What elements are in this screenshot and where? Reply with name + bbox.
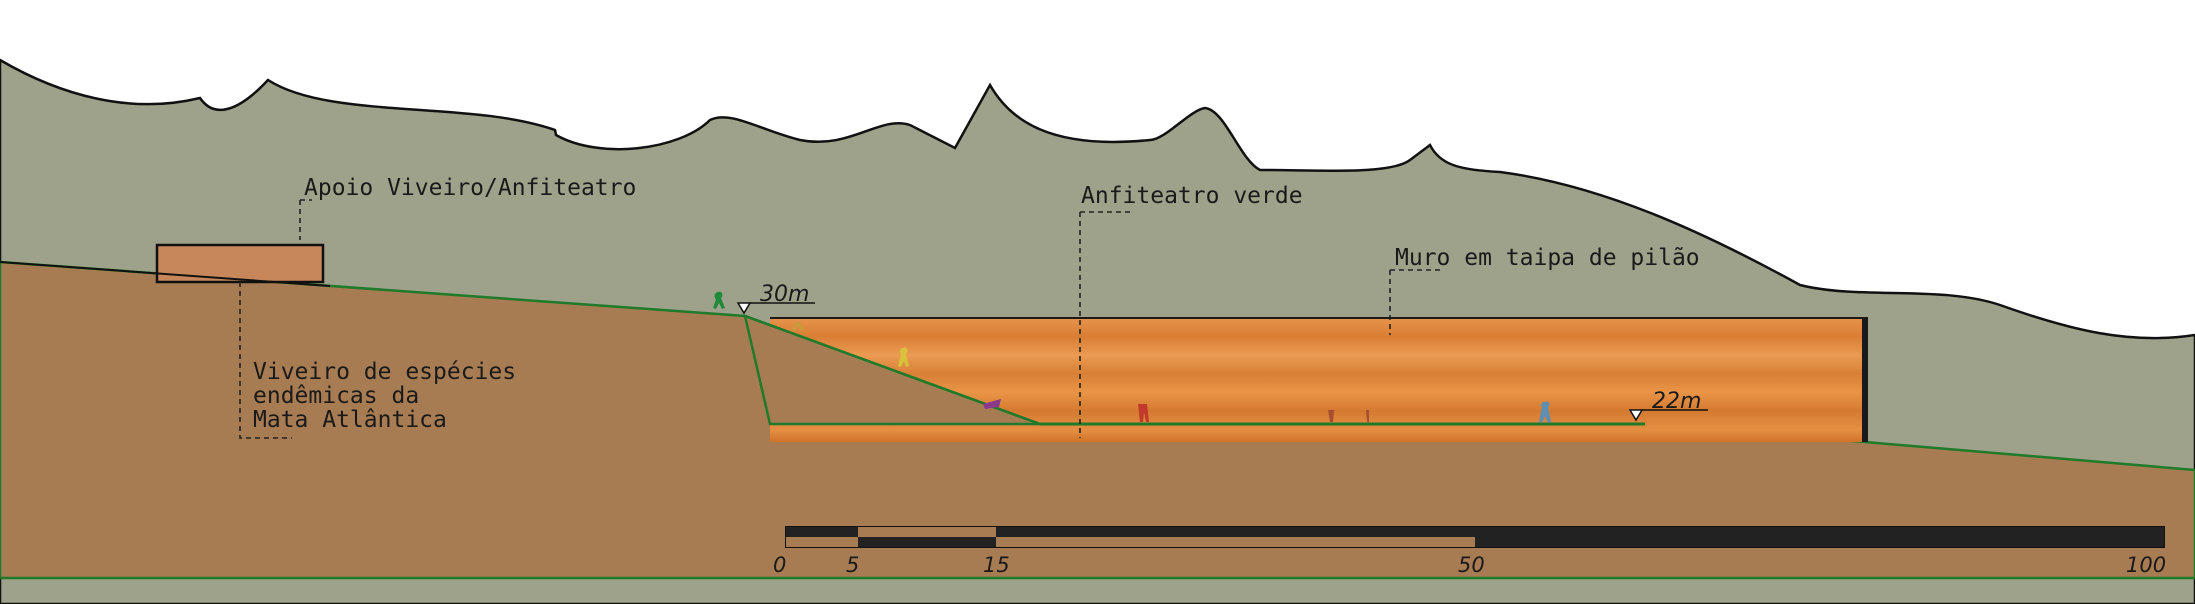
- scale-tick-0: 0: [773, 553, 786, 577]
- person-figure: [713, 291, 725, 309]
- person-figure: [1328, 410, 1334, 422]
- leader-line-viveiro: [239, 282, 292, 439]
- level-marker-lower: [1628, 409, 1708, 422]
- level-label-lower: 22m: [1652, 389, 1701, 414]
- person-figure: [983, 399, 1001, 409]
- leader-line-anfiteatro: [1079, 211, 1130, 438]
- leader-line-apoio: [299, 199, 312, 240]
- support-building: [155, 243, 325, 284]
- level-label-upper: 30m: [760, 282, 809, 307]
- label-viveiro-line2: endêmicas da: [253, 383, 419, 409]
- person-figure: [792, 322, 804, 331]
- scale-tick-100: 100: [2126, 553, 2166, 577]
- person-figure: [1366, 410, 1369, 422]
- label-viveiro-line3: Mata Atlântica: [253, 407, 447, 433]
- leader-line-muro: [1389, 269, 1440, 335]
- scale-tick-50: 50: [1458, 553, 1485, 577]
- label-muro-taipa: Muro em taipa de pilão: [1395, 245, 1700, 271]
- scale-tick-5: 5: [846, 553, 859, 577]
- scale-bar: [785, 526, 2165, 548]
- label-apoio-viveiro: Apoio Viveiro/Anfiteatro: [304, 175, 636, 201]
- label-viveiro-line1: Viveiro de espécies: [253, 359, 516, 385]
- person-figure: [1138, 404, 1149, 422]
- person-figure: [1539, 401, 1551, 423]
- person-figure: [898, 347, 909, 367]
- people-figures: [713, 291, 1551, 423]
- label-anfiteatro-verde: Anfiteatro verde: [1081, 183, 1303, 209]
- level-marker-upper: [736, 302, 815, 315]
- scale-tick-15: 15: [983, 553, 1010, 577]
